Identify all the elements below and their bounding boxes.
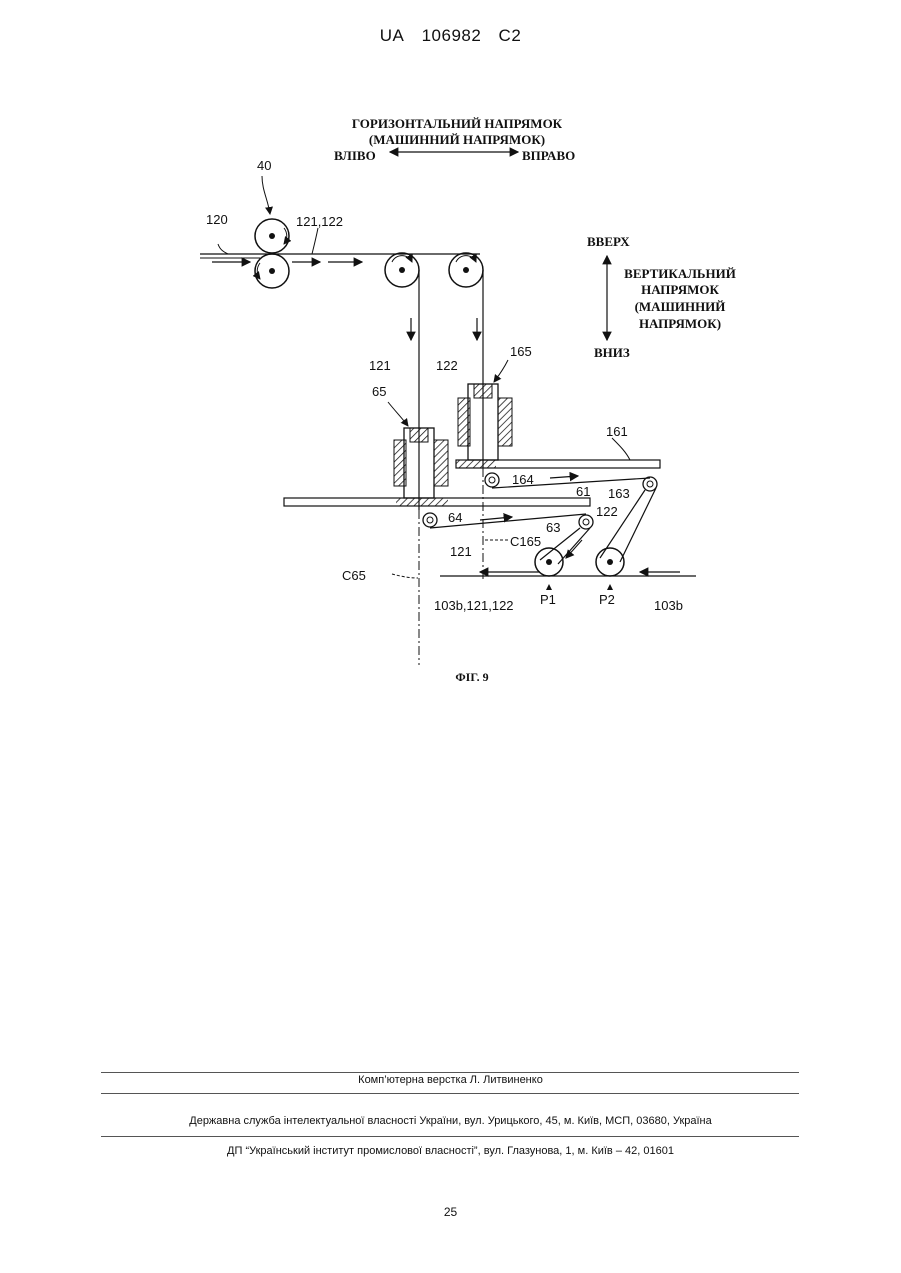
roller-rotation-arrow-upper	[284, 228, 287, 244]
leader-121-122-top	[312, 228, 318, 254]
label-121: 121	[369, 358, 391, 373]
bar-161-hatch	[456, 460, 496, 468]
footer-state-service: Державна служба інтелектуальної власност…	[0, 1115, 901, 1127]
vertical-direction-title-1: ВЕРТИКАЛЬНИЙ	[624, 266, 736, 281]
vertical-direction-title-3: (МАШИННИЙ	[635, 299, 726, 314]
press-roller-p2-hub	[607, 559, 613, 565]
right-label: ВПРАВО	[522, 148, 575, 163]
roller-163-inner	[647, 481, 653, 487]
label-c165: C165	[510, 534, 541, 549]
label-64: 64	[448, 510, 462, 525]
footer-divider-3	[101, 1136, 799, 1137]
label-103b-121-122: 103b,121,122	[434, 598, 514, 613]
unit-165-cap	[474, 384, 492, 398]
leader-40	[262, 176, 270, 214]
label-122b: 122	[596, 504, 618, 519]
nip-roller-lower-hub	[269, 268, 275, 274]
press-roller-p1-hub	[546, 559, 552, 565]
up-label: ВВЕРХ	[587, 234, 630, 249]
leader-120	[218, 244, 228, 254]
page-number: 25	[0, 1205, 901, 1219]
unit-65-left-hatch	[394, 440, 406, 486]
unit-165-right-hatch	[498, 398, 512, 446]
left-label: ВЛІВО	[334, 148, 376, 163]
web-121-diagonal-arrow	[480, 517, 512, 520]
footer-layout-credit: Комп’ютерна верстка Л. Литвиненко	[0, 1074, 901, 1086]
guide-roller-1-hub	[399, 267, 405, 273]
label-163: 163	[608, 486, 630, 501]
press-roller-p2-marker	[607, 584, 613, 590]
web-121-down-arrow-diag	[566, 540, 582, 558]
roller-63-inner	[583, 519, 589, 525]
guide-roller-1-arrow	[392, 256, 412, 262]
horizontal-direction-title: ГОРИЗОНТАЛЬНИЙ НАПРЯМОК	[352, 116, 563, 131]
horizontal-direction-subtitle: (МАШИННИЙ НАПРЯМОК)	[369, 132, 545, 147]
roller-rotation-arrow-lower	[257, 263, 260, 279]
leader-165	[494, 360, 508, 382]
roller-64-inner	[427, 517, 433, 523]
roller-64	[423, 513, 437, 527]
web-122-diagonal-arrow	[550, 476, 578, 478]
press-roller-p1-marker	[546, 584, 552, 590]
leader-65	[388, 402, 408, 426]
unit-65-right-hatch	[434, 440, 448, 486]
nip-roller-upper-hub	[269, 233, 275, 239]
leader-c65	[392, 574, 418, 578]
roller-164-inner	[489, 477, 495, 483]
vertical-direction-title-2: НАПРЯМОК	[641, 282, 719, 297]
label-161: 161	[606, 424, 628, 439]
unit-65-cap	[410, 428, 428, 442]
label-122: 122	[436, 358, 458, 373]
footer-divider-1	[101, 1072, 799, 1073]
label-p1: P1	[540, 592, 556, 607]
figure-caption: ФІГ. 9	[455, 670, 488, 684]
unit-165-left-hatch	[458, 398, 470, 446]
label-103b: 103b	[654, 598, 683, 613]
label-63: 63	[546, 520, 560, 535]
down-label: ВНИЗ	[594, 345, 630, 360]
leader-161	[612, 438, 630, 460]
roller-63	[579, 515, 593, 529]
label-65: 65	[372, 384, 386, 399]
label-40: 40	[257, 158, 271, 173]
label-165: 165	[510, 344, 532, 359]
label-121-122-top: 121,122	[296, 214, 343, 229]
label-121b: 121	[450, 544, 472, 559]
roller-164	[485, 473, 499, 487]
patent-figure-9: ГОРИЗОНТАЛЬНИЙ НАПРЯМОК (МАШИННИЙ НАПРЯМ…	[0, 0, 901, 720]
vertical-direction-title-4: НАПРЯМОК)	[639, 316, 721, 331]
label-120: 120	[206, 212, 228, 227]
footer-institute: ДП “Український інститут промислової вла…	[0, 1145, 901, 1157]
bar-61-hatch	[396, 498, 448, 506]
label-c65: C65	[342, 568, 366, 583]
label-164: 164	[512, 472, 534, 487]
guide-roller-2-arrow	[456, 256, 476, 262]
footer-divider-2	[101, 1093, 799, 1094]
label-p2: P2	[599, 592, 615, 607]
label-61: 61	[576, 484, 590, 499]
guide-roller-2-hub	[463, 267, 469, 273]
